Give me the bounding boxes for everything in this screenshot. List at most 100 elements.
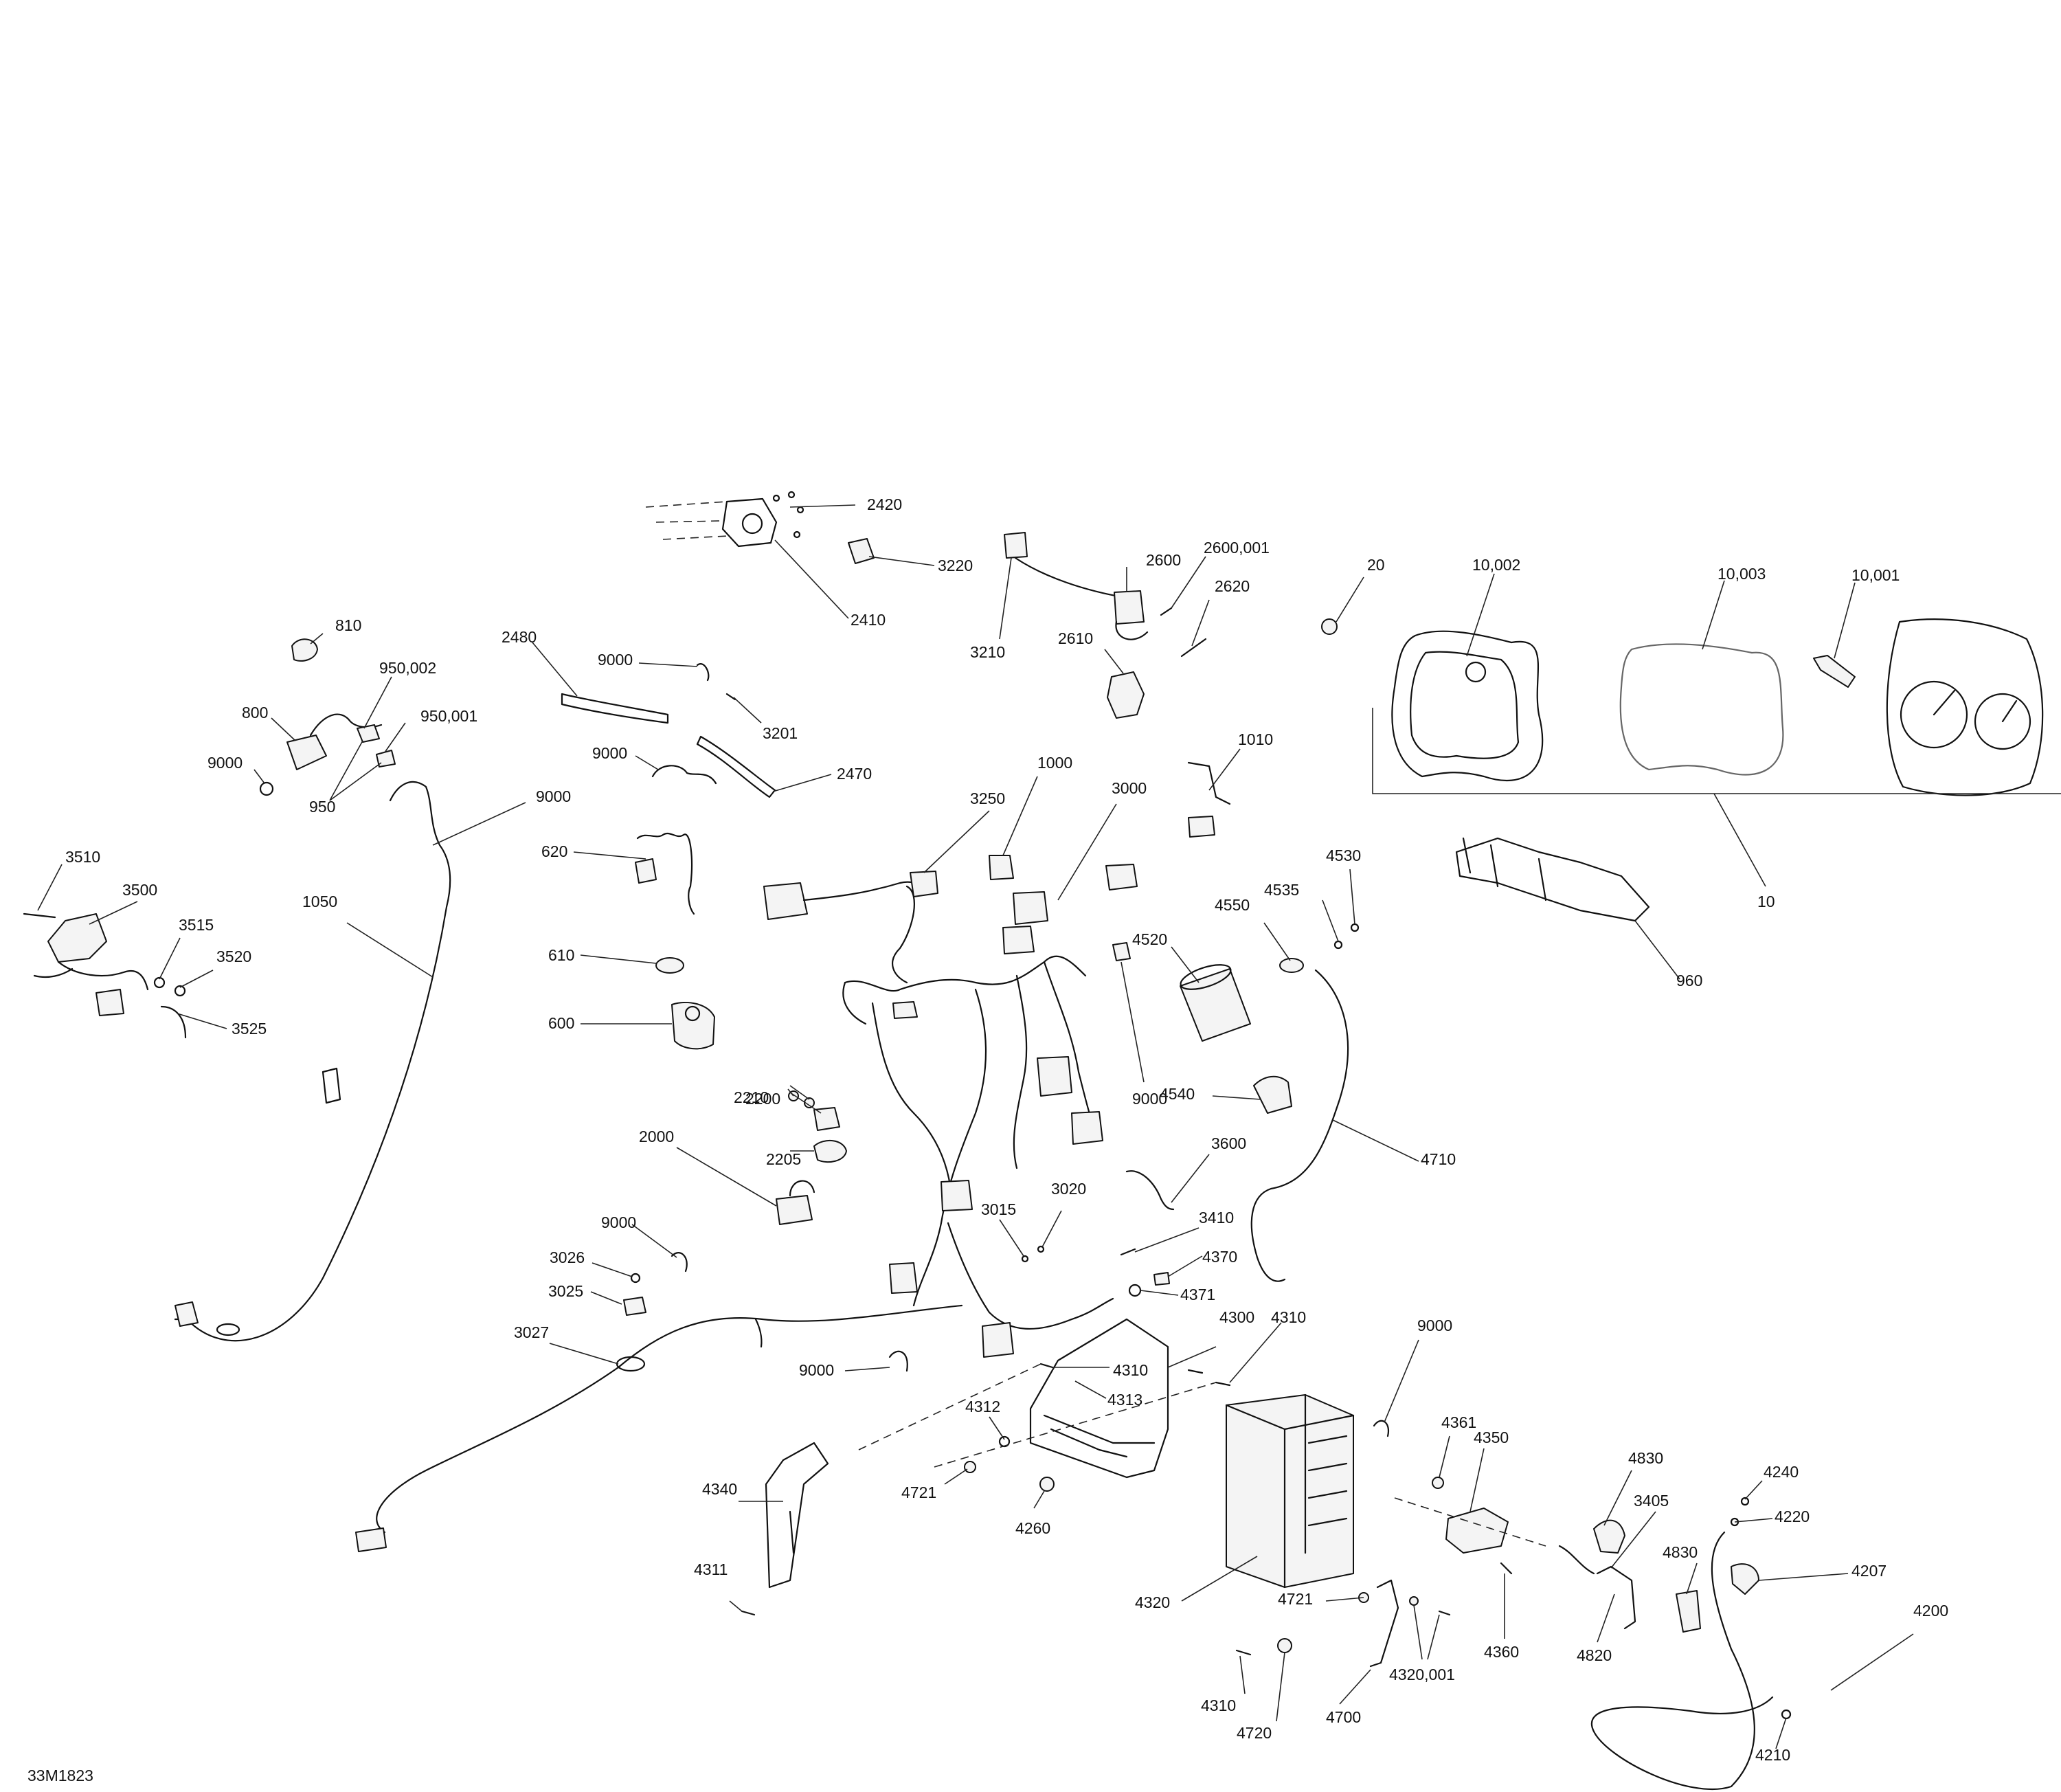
part-620-coil-cord [635,832,695,915]
part-4361-nut [1432,1477,1444,1489]
leader-lines [37,504,1914,1749]
callout-610: 610 [548,946,574,964]
callout-4220: 4220 [1775,1508,1810,1525]
callout-4370: 4370 [1202,1248,1237,1266]
callout-9000-e: 9000 [1132,1090,1167,1108]
part-drawings [23,491,2061,1791]
callout-4313: 4313 [1107,1391,1142,1409]
part-4311-bolt [741,1610,756,1616]
callout-3525: 3525 [232,1020,267,1038]
callout-4320-001: 4320,001 [1389,1666,1455,1683]
part-2600-harness [1004,532,1207,658]
callout-3600: 3600 [1211,1134,1246,1152]
part-3201-screw [725,693,736,701]
part-600-switch [671,1002,715,1050]
part-810-cap [291,638,318,662]
part-3025-block [623,1297,646,1316]
callout-3015: 3015 [981,1200,1016,1218]
part-4300-tray [1029,1318,1169,1479]
part-9000-connector-e [1112,942,1131,961]
part-4520-canister [1180,964,1251,1042]
callout-4535: 4535 [1264,881,1299,899]
callout-4210: 4210 [1755,1746,1790,1764]
callout-2600: 2600 [1146,551,1181,569]
callout-600: 600 [548,1014,574,1032]
callout-2600-001: 2600,001 [1204,539,1270,557]
part-9000-tie-a [259,781,274,796]
callout-4311: 4311 [694,1560,728,1578]
part-2000-connector [776,1180,815,1225]
callout-10-002: 10,002 [1472,556,1520,574]
part-800-switch [286,713,396,770]
callout-10-003: 10,003 [1718,565,1766,583]
callout-950: 950 [309,798,335,816]
callout-2205: 2205 [766,1150,801,1168]
callout-9000-c: 9000 [592,744,627,762]
part-3405-wire [1558,1545,1595,1575]
part-4360-bolt [1500,1562,1513,1575]
callout-9000-g: 9000 [799,1361,834,1379]
part-3520-nut [174,985,186,997]
callout-10: 10 [1757,893,1775,910]
callout-1000: 1000 [1037,754,1072,772]
part-4310-bolt-d [1235,1649,1252,1656]
part-4830-boot-b [1676,1590,1701,1633]
part-4340-support [765,1442,829,1589]
callout-10-001: 10,001 [1851,566,1900,584]
callout-4710: 4710 [1421,1150,1456,1168]
callout-4721-a: 4721 [901,1483,936,1501]
part-3026-nut [630,1273,641,1284]
part-4320-battery [1225,1393,1355,1589]
part-3500-bracket [33,913,149,1016]
part-4350-solenoid [1445,1508,1509,1554]
part-2210-nut-b [804,1097,815,1108]
callout-4260: 4260 [1015,1519,1050,1537]
part-9000-clip-f [671,1252,688,1273]
callout-3520: 3520 [216,948,251,965]
part-4820-bracket [1596,1565,1636,1630]
callout-3500: 3500 [122,881,157,899]
part-9000-clip-g [888,1350,908,1372]
part-9000-clip-h [1373,1420,1390,1437]
part-1000-relay [989,855,1014,880]
callout-4830-b: 4830 [1663,1543,1698,1561]
callout-3201: 3201 [763,724,798,742]
callout-9000-d: 9000 [536,787,571,805]
part-9000-clip-b [696,663,710,682]
part-9000-clamp-c [651,765,717,785]
part-4200-cable [1590,1531,1774,1791]
callout-3405: 3405 [1634,1492,1669,1510]
callout-950-001: 950,001 [420,707,477,725]
callout-950-002: 950,002 [379,659,436,677]
callout-2470: 2470 [837,765,872,783]
callout-4700: 4700 [1326,1708,1361,1726]
callout-2000: 2000 [639,1128,674,1145]
callout-3026: 3026 [550,1248,585,1266]
part-4550-plate [1279,958,1304,973]
part-2205-gasket [813,1139,847,1163]
callout-9000-a: 9000 [207,754,243,772]
callout-4310-c: 4310 [1201,1696,1236,1714]
callout-2410: 2410 [851,611,886,629]
callout-960: 960 [1676,972,1702,989]
part-1050-wire [174,781,451,1342]
callout-3210: 3210 [970,643,1005,661]
part-4370-holder [1153,1272,1170,1286]
part-3027-cap [616,1356,646,1372]
callout-4820: 4820 [1577,1646,1612,1664]
part-2470-hose [696,735,776,798]
callout-4340: 4340 [702,1480,737,1498]
callout-3410: 3410 [1199,1209,1234,1227]
callout-labels: 2420 3220 2410 2600 2600,001 2620 3210 2… [27,495,1948,1784]
part-4310-bolt-b [1187,1369,1204,1374]
callout-4540: 4540 [1160,1085,1195,1103]
callout-2200: 2200 [745,1090,780,1108]
part-4210-nut [1781,1709,1792,1720]
part-4830-boot-a [1593,1519,1625,1554]
part-4720-washer [1277,1638,1292,1653]
callout-3020: 3020 [1051,1180,1086,1198]
part-3250-harness [763,871,938,920]
callout-20: 20 [1367,556,1385,574]
part-4540-cover [1253,1075,1292,1114]
